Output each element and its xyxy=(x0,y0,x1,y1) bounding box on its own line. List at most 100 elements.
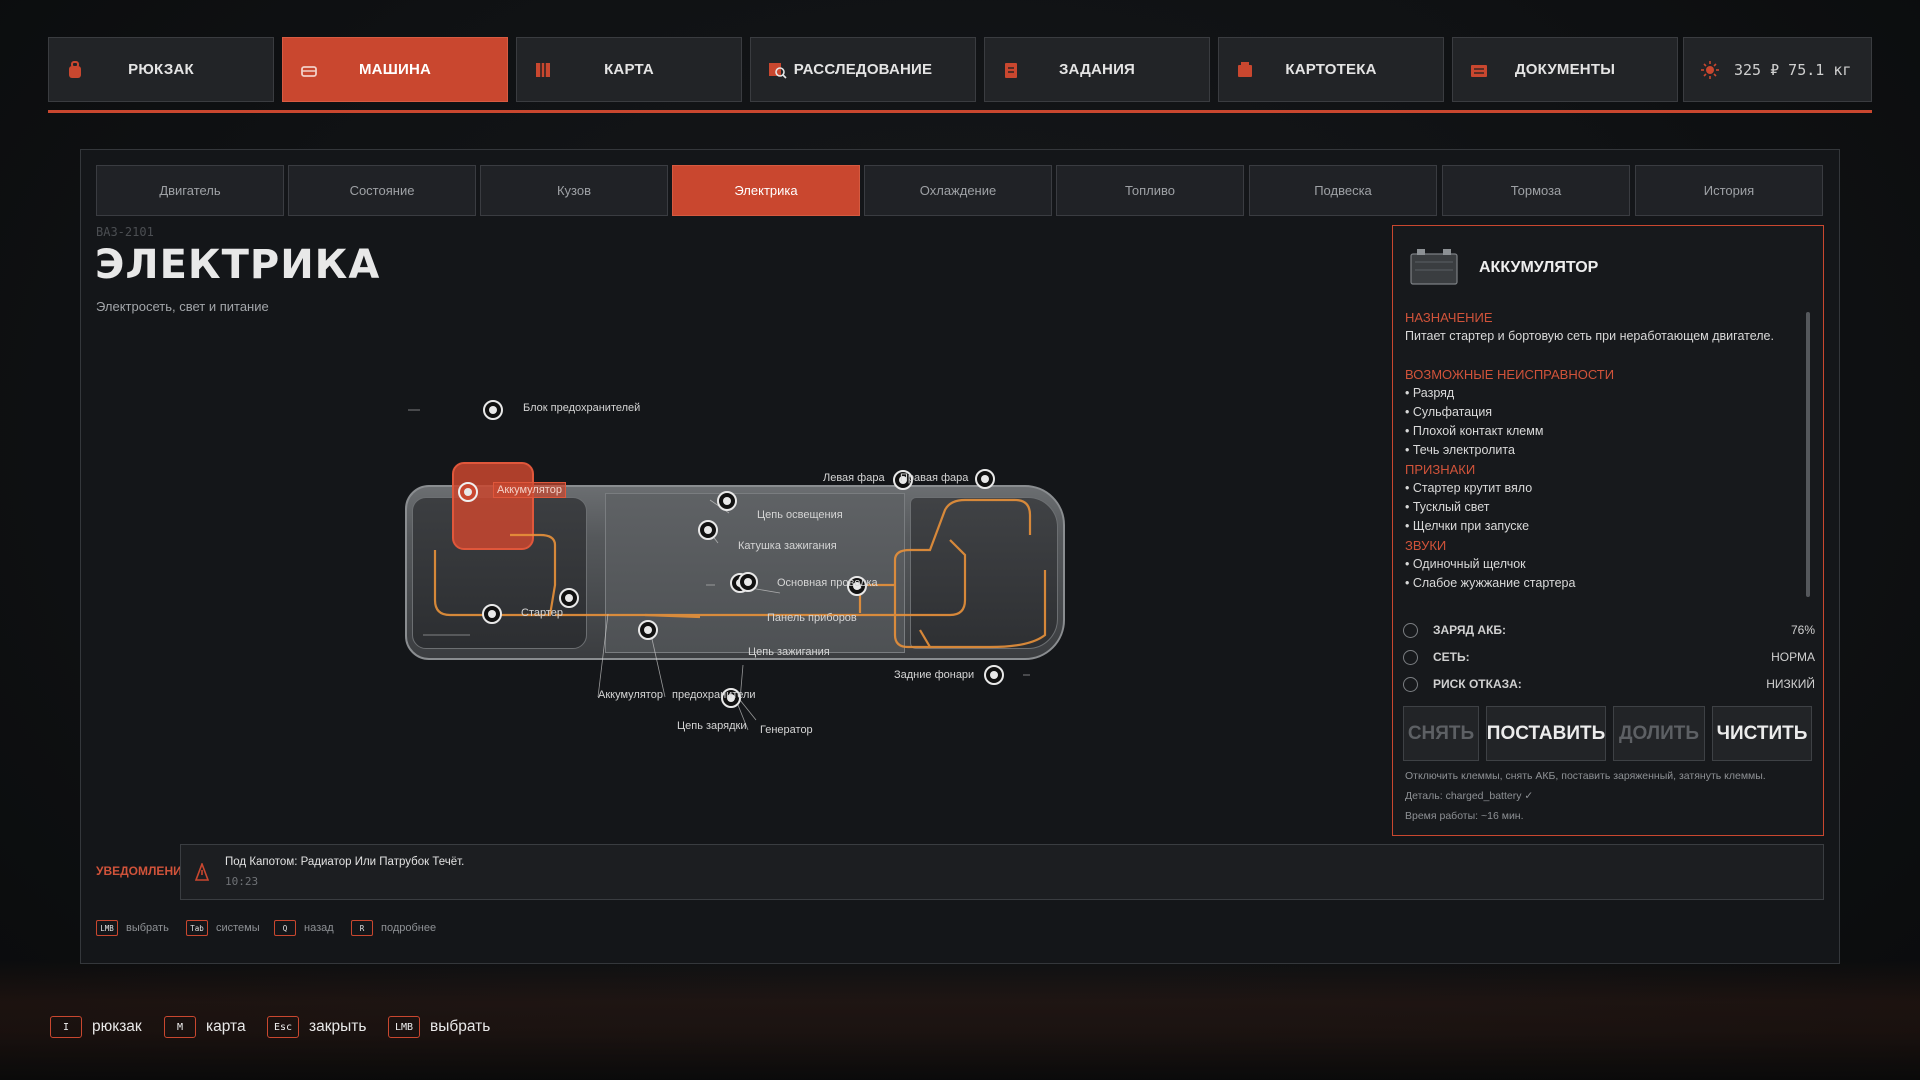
sun-icon xyxy=(1701,61,1719,79)
node-ignition-coil[interactable] xyxy=(698,520,718,540)
label-lighting-circuit: Цепь освещения xyxy=(757,509,843,521)
hint-label: рюкзак xyxy=(92,1018,142,1035)
node-ignition-circuit[interactable] xyxy=(638,620,658,640)
car-trunk xyxy=(910,497,1058,649)
label-dashboard: Панель приборов xyxy=(767,612,857,624)
fault-item: • Течь электролита xyxy=(1405,443,1515,457)
key-badge: Q xyxy=(274,920,296,936)
tab-investigation[interactable]: РАССЛЕДОВАНИЕ xyxy=(750,37,976,102)
car-wiring-diagram: Блок предохранителей Аккумулятор Левая ф… xyxy=(390,385,1090,755)
node-lighting-circuit[interactable] xyxy=(717,491,737,511)
stat-value: НОРМА xyxy=(1771,650,1815,664)
stat-label: СЕТЬ: xyxy=(1433,650,1470,664)
map-icon xyxy=(536,63,550,77)
page-subtitle: Электросеть, свет и питание xyxy=(96,299,269,314)
node-right-headlight[interactable] xyxy=(975,469,995,489)
car-model: ВАЗ-2101 xyxy=(96,225,154,239)
key-badge: LMB xyxy=(96,920,118,936)
background-glow xyxy=(0,960,1920,1080)
hint-label: выбрать xyxy=(126,922,169,934)
tab-car[interactable]: МАШИНА xyxy=(282,37,508,102)
stat-value: 76% xyxy=(1790,623,1815,637)
refill-button[interactable]: ДОЛИТЬ xyxy=(1613,706,1705,761)
purpose-text: Питает стартер и бортовую сеть при нераб… xyxy=(1405,329,1774,343)
clean-button[interactable]: ЧИСТИТЬ xyxy=(1712,706,1812,761)
subtab-condition[interactable]: Состояние xyxy=(288,165,476,216)
wallet-status: 325 ₽ 75.1 кг xyxy=(1683,37,1872,102)
notification-item[interactable]: Под Капотом: Радиатор Или Патрубок Течёт… xyxy=(180,844,1824,900)
tab-documents[interactable]: ДОКУМЕНТЫ xyxy=(1452,37,1678,102)
fault-item: • Плохой контакт клемм xyxy=(1405,424,1544,438)
subtab-body[interactable]: Кузов xyxy=(480,165,668,216)
key-badge: I xyxy=(50,1016,82,1038)
stat-label: ЗАРЯД АКБ: xyxy=(1433,623,1507,637)
hint-label: системы xyxy=(216,922,260,934)
tab-tasks[interactable]: ЗАДАНИЯ xyxy=(984,37,1210,102)
label-main-wiring: Основная проводка xyxy=(777,577,878,589)
hint-label: выбрать xyxy=(430,1018,491,1035)
sub-tabs: Двигатель Состояние Кузов Электрика Охла… xyxy=(96,165,1825,216)
key-badge: M xyxy=(164,1016,196,1038)
faults-title: ВОЗМОЖНЫЕ НЕИСПРАВНОСТИ xyxy=(1405,367,1615,382)
node-fuse-block[interactable] xyxy=(483,400,503,420)
fault-item: • Сульфатация xyxy=(1405,405,1493,419)
part-required: Деталь: charged_battery ✓ xyxy=(1405,790,1534,802)
repair-instructions: Отключить клеммы, снять АКБ, поставить з… xyxy=(1405,770,1766,782)
sounds-title: ЗВУКИ xyxy=(1405,538,1447,553)
investigation-icon xyxy=(769,63,787,79)
subtab-fuel[interactable]: Топливо xyxy=(1056,165,1244,216)
sign-item: • Щелчки при запуске xyxy=(1405,519,1530,533)
node-left-headlight[interactable] xyxy=(893,470,913,490)
node-rear-lights[interactable] xyxy=(984,665,1004,685)
subtab-cooling[interactable]: Охлаждение xyxy=(864,165,1052,216)
install-button[interactable]: ПОСТАВИТЬ xyxy=(1486,706,1606,761)
label-ignition-coil: Катушка зажигания xyxy=(738,540,837,552)
tab-label: КАРТОТЕКА xyxy=(1285,61,1377,78)
top-divider xyxy=(48,110,1872,113)
node-battery[interactable] xyxy=(458,482,478,502)
hint-label: карта xyxy=(206,1018,246,1035)
network-icon xyxy=(1403,650,1418,665)
subtab-electrics[interactable]: Электрика xyxy=(672,165,860,216)
subtab-suspension[interactable]: Подвеска xyxy=(1249,165,1437,216)
remove-button[interactable]: СНЯТЬ xyxy=(1403,706,1479,761)
node-charging-circuit[interactable] xyxy=(721,688,741,708)
label-battery[interactable]: Аккумулятор xyxy=(493,482,566,498)
node-wiring-junction[interactable] xyxy=(738,572,758,592)
key-badge: Tab xyxy=(186,920,208,936)
hint-label: подробнее xyxy=(381,922,437,934)
tab-card-index[interactable]: КАРТОТЕКА xyxy=(1218,37,1444,102)
tab-map[interactable]: КАРТА xyxy=(516,37,742,102)
label-generator: Генератор xyxy=(760,724,813,736)
tab-label: ДОКУМЕНТЫ xyxy=(1514,61,1616,78)
node-starter[interactable] xyxy=(482,604,502,624)
sign-item: • Тусклый свет xyxy=(1405,500,1490,514)
wallet-text: 325 ₽ 75.1 кг xyxy=(1734,60,1852,79)
node-starter-relay[interactable] xyxy=(559,588,579,608)
label-rear-lights: Задние фонари xyxy=(894,669,975,681)
subtab-engine[interactable]: Двигатель xyxy=(96,165,284,216)
subtab-brakes[interactable]: Тормоза xyxy=(1442,165,1630,216)
node-dashboard[interactable] xyxy=(847,576,867,596)
component-info-panel: АККУМУЛЯТОР НАЗНАЧЕНИЕ Питает стартер и … xyxy=(1392,225,1824,836)
stat-value: НИЗКИЙ xyxy=(1766,677,1815,691)
label-starter: Стартер xyxy=(521,607,564,619)
backpack-icon xyxy=(69,61,81,78)
tab-backpack[interactable]: РЮКЗАК xyxy=(48,37,274,102)
card-index-icon xyxy=(1238,62,1252,77)
subtab-history[interactable]: История xyxy=(1635,165,1823,216)
info-scrollbar[interactable] xyxy=(1806,312,1810,597)
risk-icon xyxy=(1403,677,1418,692)
tab-label: МАШИНА xyxy=(358,61,432,78)
tab-label: ЗАДАНИЯ xyxy=(1058,61,1136,78)
label-battery-bottom: Аккумулятор xyxy=(598,689,663,701)
hint-systems: Tab системы xyxy=(186,919,260,937)
label-right-headlight: Правая фара xyxy=(900,472,969,484)
page-title: ЭЛЕКТРИКА xyxy=(95,242,381,288)
